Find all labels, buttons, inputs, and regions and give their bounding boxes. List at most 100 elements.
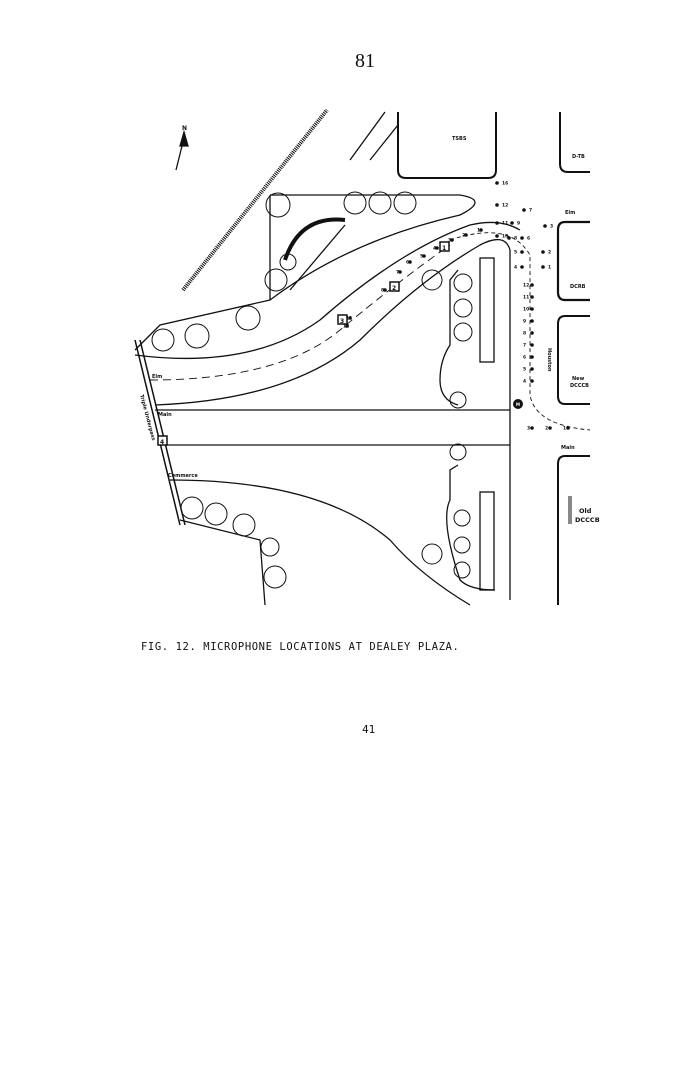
microphone-label: 5 xyxy=(523,367,526,373)
microphone-marker xyxy=(530,426,534,430)
microphone-label: 11 xyxy=(502,221,508,227)
svg-text:2: 2 xyxy=(392,285,396,292)
microphone-label: 9 xyxy=(517,221,520,227)
building-dcrb xyxy=(556,220,590,302)
microphone-marker xyxy=(543,224,547,228)
svg-text:Commerce: Commerce xyxy=(168,473,198,479)
microphone-marker xyxy=(530,331,534,335)
microphone-label: 2 xyxy=(545,426,548,432)
microphone-marker xyxy=(530,343,534,347)
svg-text:Main: Main xyxy=(561,445,575,451)
microphone-marker xyxy=(530,319,534,323)
microphone-marker xyxy=(479,228,483,232)
microphone-marker xyxy=(566,426,570,430)
microphone-marker xyxy=(530,295,534,299)
microphone-marker xyxy=(495,203,499,207)
microphone-marker xyxy=(495,234,499,238)
microphone-label: 10 xyxy=(523,307,529,313)
microphone-marker xyxy=(408,260,412,264)
microphone-label: 11 xyxy=(346,316,352,322)
page-number: 81 xyxy=(355,50,375,72)
microphone-label: 12 xyxy=(502,203,508,209)
microphone-label: 10 xyxy=(502,234,508,240)
microphone-marker xyxy=(345,324,349,328)
footer-page-number: 41 xyxy=(362,723,376,736)
microphone-marker xyxy=(495,221,499,225)
microphone-label: 4 xyxy=(514,265,517,271)
building-dtb xyxy=(559,112,590,173)
figure-caption: FIG. 12. MICROPHONE LOCATIONS AT DEALEY … xyxy=(141,641,460,653)
microphone-marker xyxy=(530,283,534,287)
microphone-label: 8 xyxy=(381,288,384,294)
microphone-marker xyxy=(530,307,534,311)
microphone-label: 8 xyxy=(523,331,526,337)
microphone-marker xyxy=(464,233,468,237)
building-new-dcccb xyxy=(557,315,590,405)
microphone-label: 4 xyxy=(433,246,436,252)
svg-text:M: M xyxy=(516,402,520,407)
building-old-dcccb xyxy=(557,455,590,605)
railroad-tracks xyxy=(181,108,329,292)
microphone-marker xyxy=(530,379,534,383)
microphone-marker xyxy=(530,355,534,359)
microphone-marker xyxy=(522,208,526,212)
svg-text:3: 3 xyxy=(340,318,344,325)
building-tsbs xyxy=(397,112,497,179)
microphone-label: 1 xyxy=(563,426,566,432)
svg-text:Houston: Houston xyxy=(546,348,552,372)
microphone-marker xyxy=(348,316,352,320)
microphone-label: 3 xyxy=(527,426,530,432)
microphone-marker xyxy=(510,221,514,225)
microphone-label: 12 xyxy=(523,283,529,289)
microphone-marker xyxy=(383,288,387,292)
microphone-marker xyxy=(541,265,545,269)
triple-underpass xyxy=(134,339,186,526)
microphone-marker xyxy=(495,181,499,185)
microphone-label: 3 xyxy=(448,238,451,244)
microphone-label: 12 xyxy=(343,324,349,330)
svg-text:Main: Main xyxy=(158,412,172,418)
microphone-label: 1 xyxy=(477,228,480,234)
microphone-label: 5 xyxy=(514,250,517,256)
north-arrow-icon: N xyxy=(175,125,189,171)
dealey-plaza-map: N TSBS D-TB DCRB New DCCCB Old DCCCB Elm… xyxy=(134,108,600,606)
trees xyxy=(151,191,473,589)
microphone-marker xyxy=(422,254,426,258)
microphone-label: 2 xyxy=(462,233,465,239)
microphone-marker xyxy=(548,426,552,430)
microphone-marker xyxy=(520,265,524,269)
microphone-marker xyxy=(520,250,524,254)
microphone-label: 7 xyxy=(523,343,526,349)
microphone-label: 7 xyxy=(396,270,399,276)
microphone-label: 7 xyxy=(529,208,532,214)
microphone-marker xyxy=(435,246,439,250)
svg-text:1: 1 xyxy=(442,245,446,252)
svg-text:New: New xyxy=(572,376,585,382)
svg-text:DCRB: DCRB xyxy=(570,284,586,290)
microphone-marker xyxy=(398,270,402,274)
elm-street xyxy=(134,221,521,360)
microphone-label: 16 xyxy=(502,181,508,187)
microphone-label: 2 xyxy=(548,250,551,256)
microphone-label: 6 xyxy=(527,236,530,242)
svg-text:N: N xyxy=(182,125,187,132)
microphone-marker xyxy=(541,250,545,254)
microphone-label: 4 xyxy=(523,379,526,385)
microphone-marker xyxy=(507,236,511,240)
microphone-label: 1 xyxy=(548,265,551,271)
microphone-label: 5 xyxy=(420,254,423,260)
svg-text:Elm: Elm xyxy=(565,210,575,216)
microphone-label: 11 xyxy=(523,295,529,301)
microphone-label: 6 xyxy=(406,260,409,266)
microphone-marker xyxy=(530,367,534,371)
old-dcccb-label-1: Old xyxy=(579,507,592,515)
microphone-label: 9 xyxy=(523,319,526,325)
microphone-label: 8 xyxy=(514,236,517,242)
svg-text:Elm: Elm xyxy=(152,374,162,380)
svg-text:DCCCB: DCCCB xyxy=(570,383,589,389)
microphone-marker xyxy=(450,238,454,242)
svg-text:TSBS: TSBS xyxy=(452,136,467,142)
svg-text:D-TB: D-TB xyxy=(572,154,585,160)
microphone-label: 3 xyxy=(550,224,553,230)
microphone-marker xyxy=(520,236,524,240)
